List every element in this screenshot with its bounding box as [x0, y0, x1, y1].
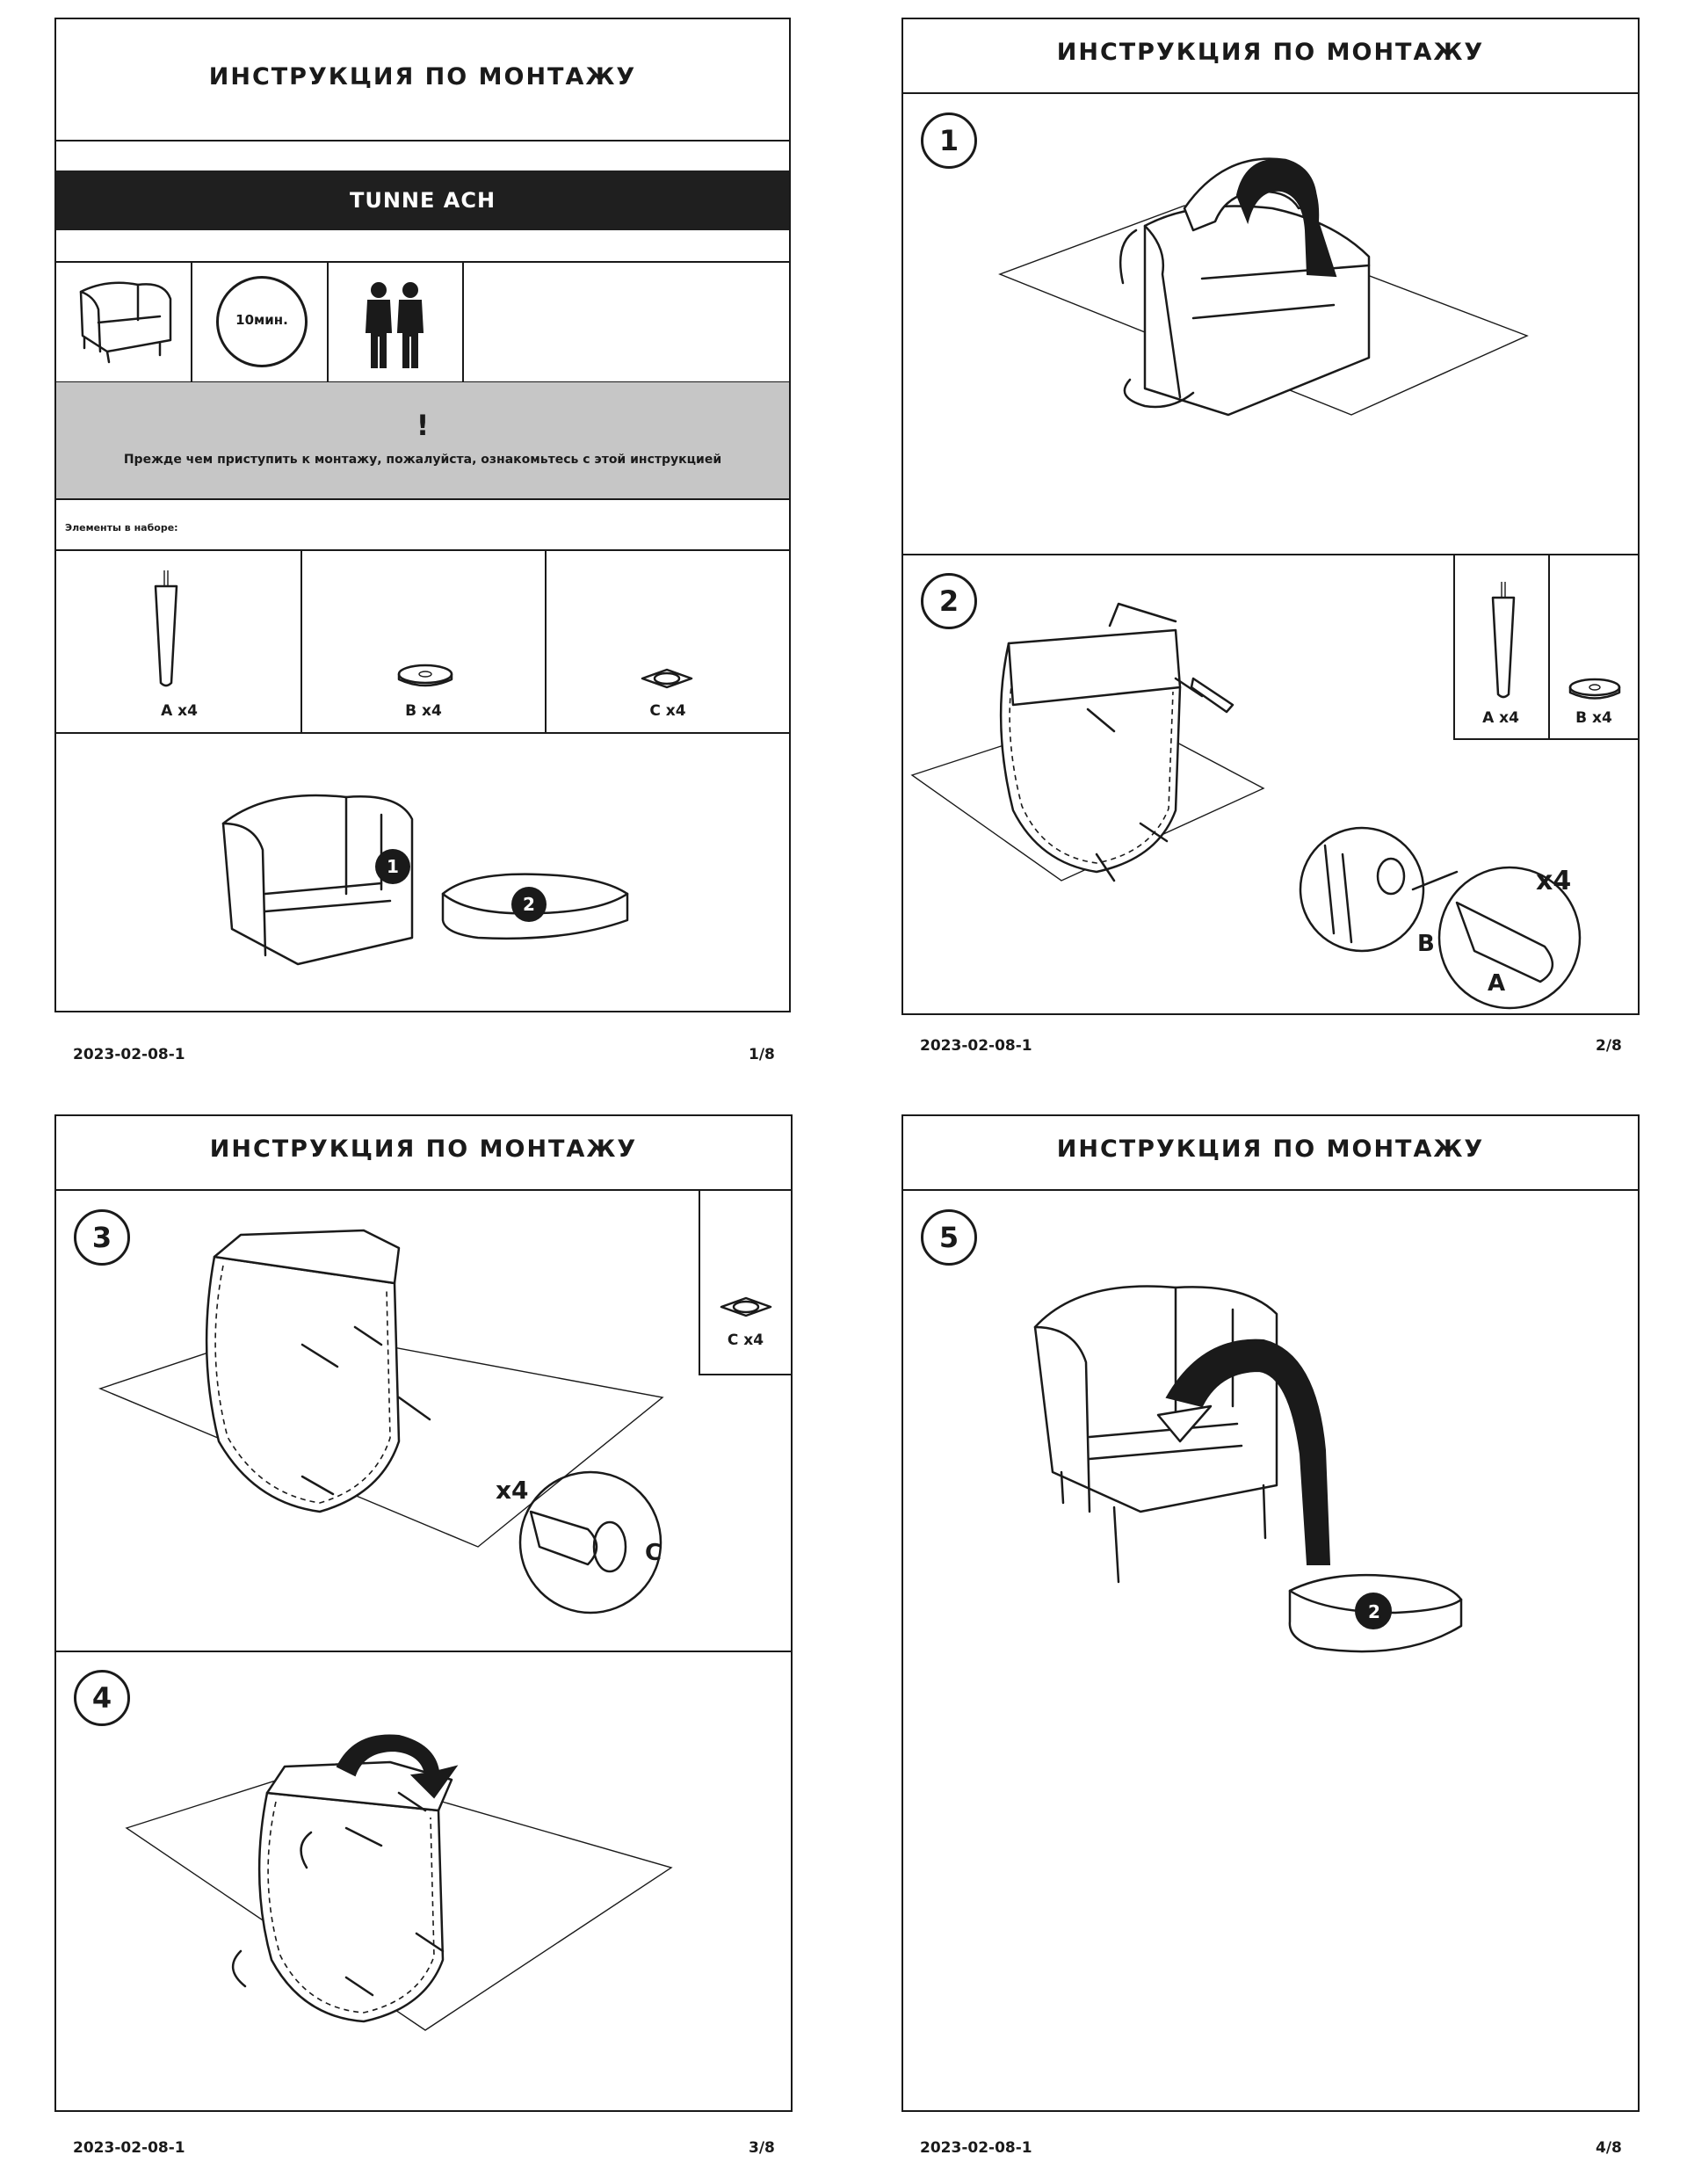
assembly-label-2: 2 — [511, 887, 547, 922]
footer-code: 2023-02-08-1 — [73, 1046, 185, 1063]
assembly-label-1: 1 — [375, 849, 410, 884]
page-header: ИНСТРУКЦИЯ ПО МОНТАЖУ — [1056, 39, 1485, 66]
step-5-place-cushion-drawing: 2 — [1033, 1285, 1463, 1653]
page-2: ИНСТРУКЦИЯ ПО МОНТАЖУ 1 2 A x4 B x4 — [901, 18, 1640, 1015]
callout-label-b: B — [1417, 931, 1435, 957]
leg-part-icon — [1491, 582, 1516, 699]
part-a-label: A x4 — [161, 702, 198, 720]
page-4: ИНСТРУКЦИЯ ПО МОНТАЖУ 5 2 — [901, 1114, 1640, 2112]
warning-text: Прежде чем приступить к монтажу, пожалуй… — [123, 453, 722, 467]
step-3-attach-glides-drawing: x4 C — [98, 1229, 664, 1614]
warning-box: ! Прежде чем приступить к монтажу, пожал… — [56, 382, 789, 498]
armchair-thumbnail-icon — [79, 281, 172, 364]
washer-part-icon — [397, 664, 453, 687]
glide-part-icon — [720, 1296, 772, 1317]
part-b-label: B x4 — [1575, 709, 1612, 727]
product-name: TUNNE ACH — [349, 188, 496, 213]
step-number-2: 2 — [921, 573, 977, 629]
footer-page-number: 3/8 — [749, 2139, 775, 2157]
step-1-flip-chair-drawing — [998, 157, 1529, 417]
glide-part-icon — [641, 668, 693, 689]
callout-label-c: C — [645, 1540, 662, 1566]
warning-mark: ! — [416, 409, 430, 442]
callout-quantity: x4 — [496, 1476, 529, 1505]
assembly-time: 10мин. — [235, 312, 288, 328]
step-number-1: 1 — [921, 112, 977, 169]
footer-code: 2023-02-08-1 — [920, 1037, 1032, 1055]
page-3: ИНСТРУКЦИЯ ПО МОНТАЖУ 3 C x4 x4 C 4 — [54, 1114, 793, 2112]
armchair-assembly-drawing — [221, 794, 629, 966]
part-b-label: B x4 — [405, 702, 442, 720]
step-2-attach-legs-drawing: x4 B A — [910, 602, 1582, 1010]
page-header: ИНСТРУКЦИЯ ПО МОНТАЖУ — [208, 63, 637, 91]
footer-page-number: 1/8 — [749, 1046, 775, 1063]
leg-part-icon — [154, 570, 178, 687]
callout-label-a: A — [1488, 970, 1505, 997]
cushion-label: 2 — [1368, 1601, 1380, 1622]
part-c-label: C x4 — [649, 702, 686, 720]
step-number-4: 4 — [74, 1670, 130, 1726]
step-number-5: 5 — [921, 1209, 977, 1266]
page-1: ИНСТРУКЦИЯ ПО МОНТАЖУ TUNNE ACH 10мин. !… — [54, 18, 791, 1012]
part-a-label: A x4 — [1482, 709, 1519, 727]
page-header: ИНСТРУКЦИЯ ПО МОНТАЖУ — [209, 1136, 638, 1163]
step-number-3: 3 — [74, 1209, 130, 1266]
footer-page-number: 2/8 — [1596, 1037, 1622, 1055]
footer-code: 2023-02-08-1 — [73, 2139, 185, 2157]
assembly-time-icon — [216, 276, 308, 367]
two-people-icon — [365, 282, 424, 368]
parts-title: Элементы в наборе: — [65, 522, 178, 533]
footer-page-number: 4/8 — [1596, 2139, 1622, 2157]
step-4-flip-chair-drawing — [125, 1734, 673, 2031]
page-header: ИНСТРУКЦИЯ ПО МОНТАЖУ — [1056, 1136, 1485, 1163]
footer-code: 2023-02-08-1 — [920, 2139, 1032, 2157]
callout-quantity: x4 — [1536, 866, 1571, 896]
product-name-bar: TUNNE ACH — [56, 171, 789, 230]
washer-part-icon — [1568, 678, 1621, 700]
part-c-label: C x4 — [727, 1331, 764, 1349]
